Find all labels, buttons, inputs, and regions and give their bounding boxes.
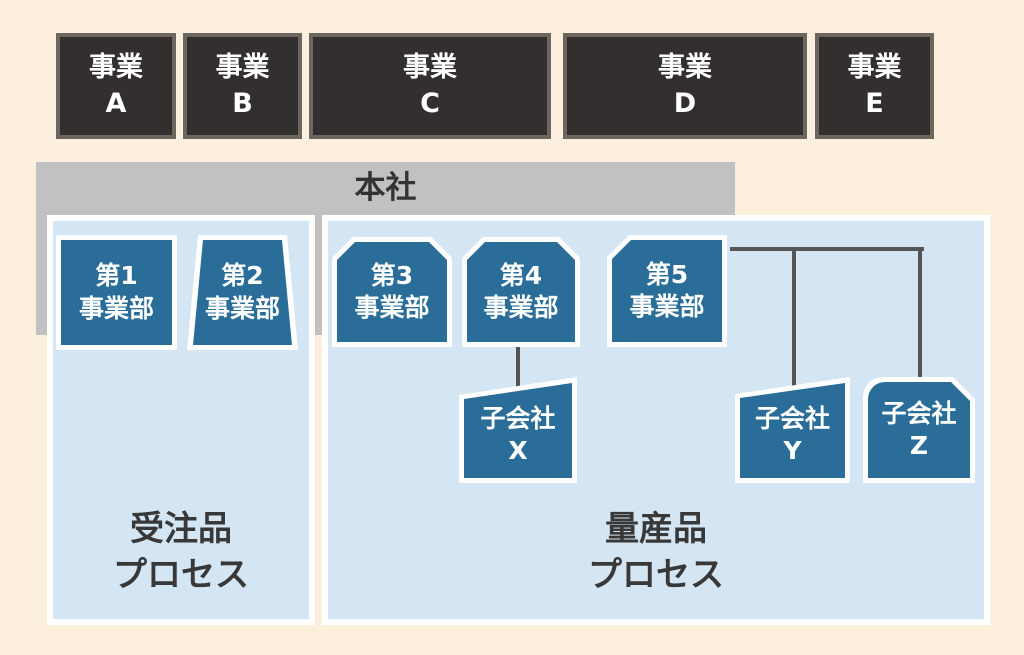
division-1-line1: 第1 [95, 261, 138, 290]
division-5-line2: 事業部 [629, 292, 705, 321]
connector-line-horizontal [730, 247, 924, 251]
business-c-label-line1: 事業 [403, 52, 457, 84]
division-1-shape [56, 235, 177, 350]
subsidiary-z-label: 子会社 Z [863, 377, 975, 483]
mass-production-caption: 量産品 プロセス [322, 507, 990, 599]
connector-line-to-subsidiary-x [516, 347, 520, 395]
business-b-label-line1: 事業 [215, 52, 270, 84]
business-b-box: 事業 B [183, 33, 302, 139]
subsidiary-z-line2: Z [909, 431, 929, 460]
subsidiary-y-shape [735, 377, 850, 483]
division-4-box: 第4 事業部 [462, 237, 580, 347]
division-4-label: 第4 事業部 [462, 237, 580, 347]
subsidiary-y-box: 子会社 Y [735, 377, 850, 483]
division-4-shape [462, 237, 580, 347]
connector-line-to-subsidiary-y [792, 247, 796, 393]
subsidiary-y-line2: Y [783, 436, 802, 465]
division-3-line1: 第3 [370, 260, 414, 290]
division-1-box: 第1 事業部 [56, 235, 177, 350]
subsidiary-x-label: 子会社 X [459, 377, 577, 483]
mass-production-caption-line1: 量産品 [605, 509, 707, 549]
division-2-box: 第2 事業部 [187, 235, 298, 350]
division-4-line2: 事業部 [483, 293, 559, 322]
division-5-line1: 第5 [645, 259, 689, 289]
business-d-label-line1: 事業 [658, 52, 712, 84]
subsidiary-x-line1: 子会社 [480, 403, 556, 433]
subsidiary-y-label: 子会社 Y [735, 377, 850, 483]
connector-line-to-subsidiary-z [918, 247, 922, 383]
division-5-shape [607, 235, 727, 347]
division-5-box: 第5 事業部 [607, 235, 727, 347]
division-3-box: 第3 事業部 [332, 237, 452, 347]
division-2-label: 第2 事業部 [187, 235, 298, 350]
division-2-shape [187, 235, 298, 350]
subsidiary-x-box: 子会社 X [459, 377, 577, 483]
subsidiary-z-line1: 子会社 [881, 398, 957, 428]
division-2-line1: 第2 [221, 261, 264, 290]
business-e-label-line1: 事業 [847, 52, 902, 84]
subsidiary-x-shape [459, 377, 577, 483]
subsidiary-x-line2: X [508, 436, 528, 465]
order-process-caption-line2: プロセス [113, 554, 249, 595]
subsidiary-y-line1: 子会社 [754, 403, 830, 433]
division-1-line2: 事業部 [78, 293, 154, 323]
division-4-line1: 第4 [499, 260, 543, 290]
business-a-label-line2: A [105, 88, 127, 119]
order-process-caption-line1: 受注品 [130, 509, 232, 549]
business-c-box: 事業 C [309, 33, 551, 139]
division-5-label: 第5 事業部 [607, 235, 727, 347]
business-e-label-line2: E [865, 88, 884, 119]
mass-production-caption-line2: プロセス [588, 554, 724, 595]
business-c-label-line2: C [420, 88, 440, 119]
division-1-label: 第1 事業部 [56, 235, 177, 350]
business-e-box: 事業 E [815, 33, 934, 139]
order-process-caption: 受注品 プロセス [47, 507, 315, 599]
business-a-label-line1: 事業 [89, 52, 143, 84]
business-d-box: 事業 D [563, 33, 807, 139]
division-3-line2: 事業部 [354, 293, 430, 322]
business-d-label-line2: D [673, 88, 697, 119]
division-3-label: 第3 事業部 [332, 237, 452, 347]
division-3-shape [332, 237, 452, 347]
headquarters-label: 本社 [354, 170, 417, 206]
subsidiary-z-shape [863, 377, 975, 483]
subsidiary-z-box: 子会社 Z [863, 377, 975, 483]
business-b-label-line2: B [232, 88, 253, 119]
division-2-line2: 事業部 [204, 293, 280, 323]
business-a-box: 事業 A [56, 33, 176, 139]
